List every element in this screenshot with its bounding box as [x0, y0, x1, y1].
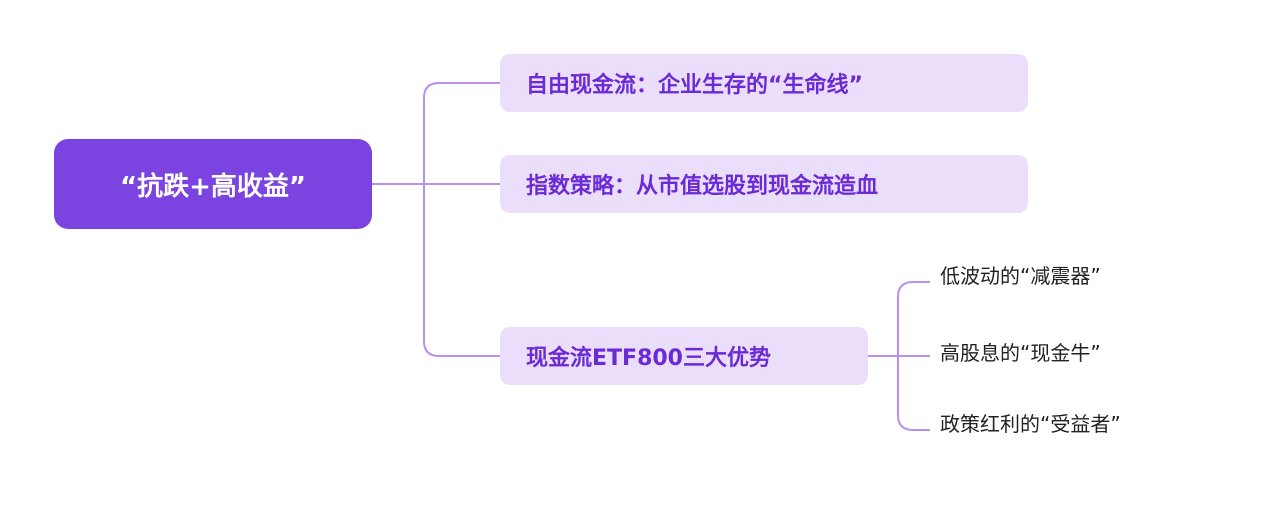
leaf-policy-beneficiary[interactable]: 政策红利的“受益者” [940, 410, 1121, 438]
leaf-high-dividend[interactable]: 高股息的“现金牛” [940, 339, 1101, 367]
leaf-label: 政策红利的“受益者” [940, 412, 1121, 436]
root-topic[interactable]: “抗跌+高收益” [54, 139, 372, 229]
branch-index-strategy[interactable]: 指数策略：从市值选股到现金流造血 [500, 155, 1028, 213]
leaf-label: 高股息的“现金牛” [940, 341, 1101, 365]
leaf-label: 低波动的“减震器” [940, 264, 1101, 288]
connector-leaf-3 [897, 356, 930, 431]
root-topic-label: “抗跌+高收益” [120, 171, 306, 202]
connector-leaf-1 [897, 281, 930, 356]
branch-free-cash-flow[interactable]: 自由现金流：企业生存的“生命线” [500, 54, 1028, 112]
branch-etf-advantages[interactable]: 现金流ETF800三大优势 [500, 327, 868, 385]
branch-label: 指数策略：从市值选股到现金流造血 [526, 174, 879, 199]
connector-branch-3 [423, 184, 500, 357]
connector-branch-1 [423, 82, 500, 184]
branch-label: 自由现金流：企业生存的“生命线” [526, 73, 863, 98]
leaf-low-volatility[interactable]: 低波动的“减震器” [940, 262, 1101, 290]
branch-label: 现金流ETF800三大优势 [526, 346, 771, 371]
